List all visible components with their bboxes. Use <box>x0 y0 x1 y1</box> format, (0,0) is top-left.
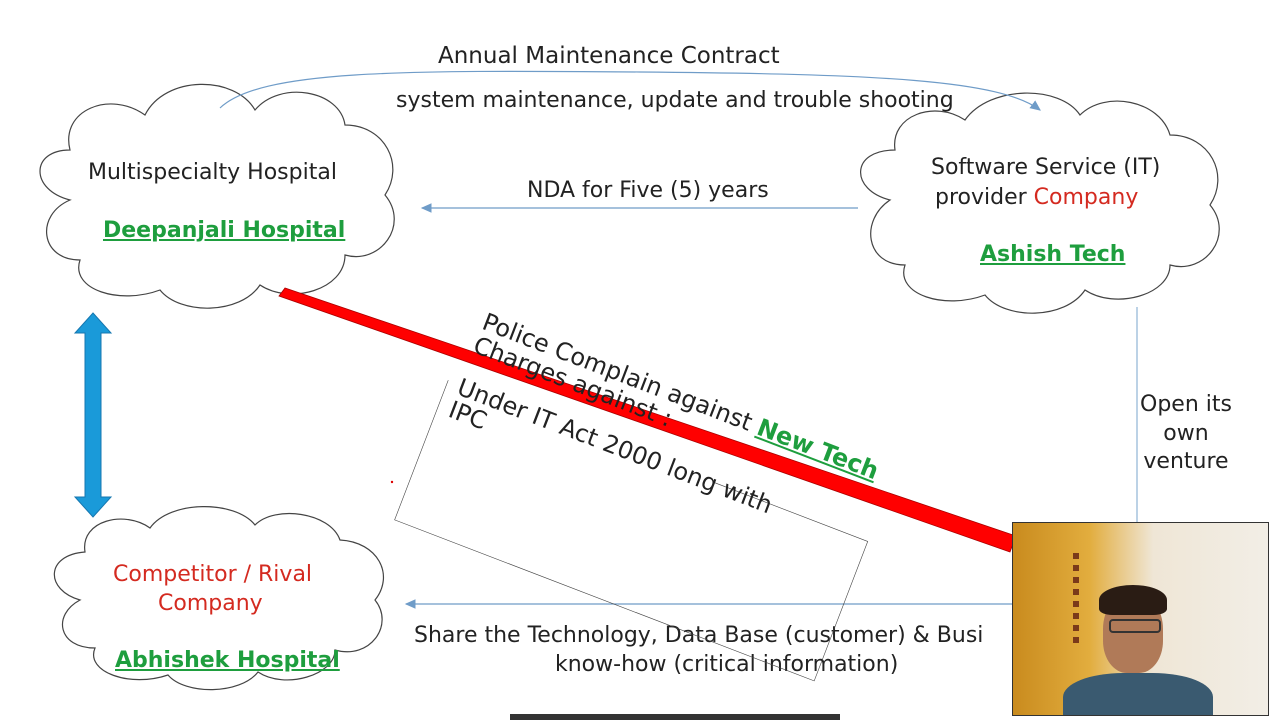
police-complaint-box: Police Complain against New Tech Charges… <box>394 308 882 682</box>
it-type-label: Software Service (IT) <box>931 155 1161 180</box>
hospital-type-label: Multispecialty Hospital <box>88 160 337 185</box>
nda-label: NDA for Five (5) years <box>527 178 769 203</box>
it-cloud-shape <box>860 92 1220 314</box>
it-company-name: Ashish Tech <box>980 242 1126 267</box>
amc-sublabel: system maintenance, update and trouble s… <box>396 88 954 113</box>
amc-arrow <box>219 70 1041 111</box>
share-label-2: know-how (critical information) <box>555 652 899 677</box>
red-dot <box>390 480 394 484</box>
competitor-cloud-shape <box>53 506 385 691</box>
competitor-label-2: Company <box>158 591 263 616</box>
venture-label-3: venture <box>1143 449 1229 474</box>
hospital-cloud-shape <box>39 83 395 309</box>
webcam-overlay <box>1012 522 1269 716</box>
amc-label: Annual Maintenance Contract <box>438 43 780 69</box>
share-label-1: Share the Technology, Data Base (custome… <box>414 623 984 648</box>
police-box-border <box>394 380 869 682</box>
presenter-glasses <box>1109 619 1161 633</box>
venture-label-1: Open its <box>1140 392 1232 417</box>
venture-label-2: own <box>1163 421 1209 446</box>
competitor-name: Abhishek Hospital <box>115 648 340 673</box>
presenter-shirt <box>1063 673 1213 715</box>
bottom-caption-bar <box>510 714 840 720</box>
competitor-label-1: Competitor / Rival <box>113 562 313 587</box>
it-provider-text: provider <box>935 185 1027 210</box>
it-company-text: Company <box>1033 185 1139 210</box>
wall-beads <box>1073 553 1079 643</box>
blue-double-arrow <box>73 312 113 518</box>
it-type-label-2: provider Company <box>935 184 1138 212</box>
presenter-hair <box>1099 585 1167 615</box>
hospital-name: Deepanjali Hospital <box>103 218 346 243</box>
